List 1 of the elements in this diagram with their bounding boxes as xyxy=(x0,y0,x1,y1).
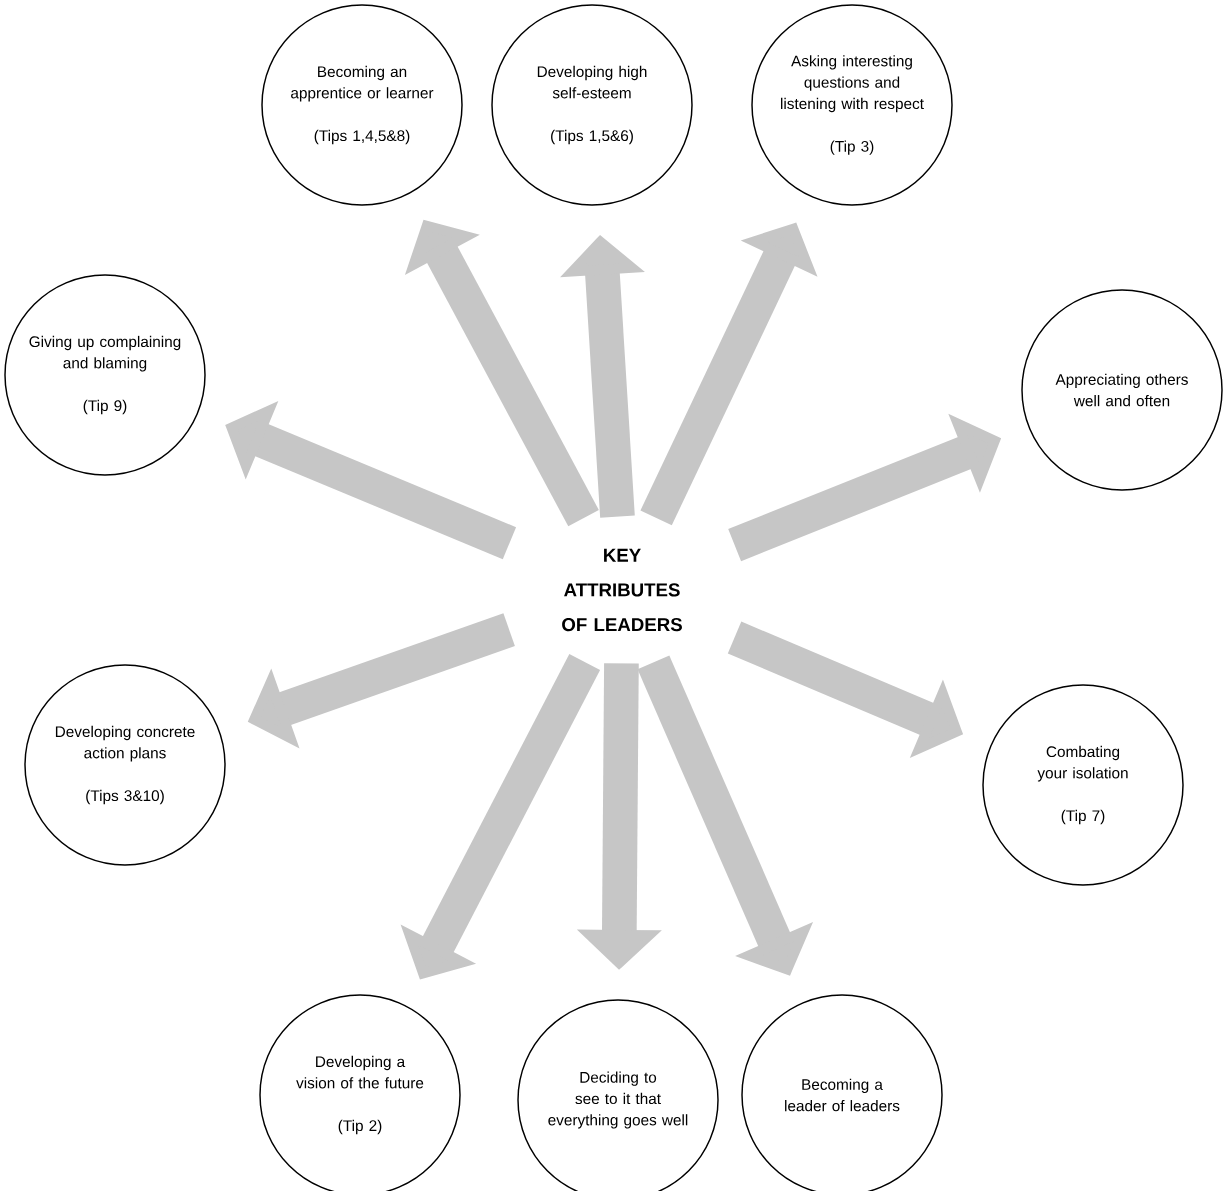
title-text: KEY ATTRIBUTES OF LEADERS xyxy=(562,548,682,632)
